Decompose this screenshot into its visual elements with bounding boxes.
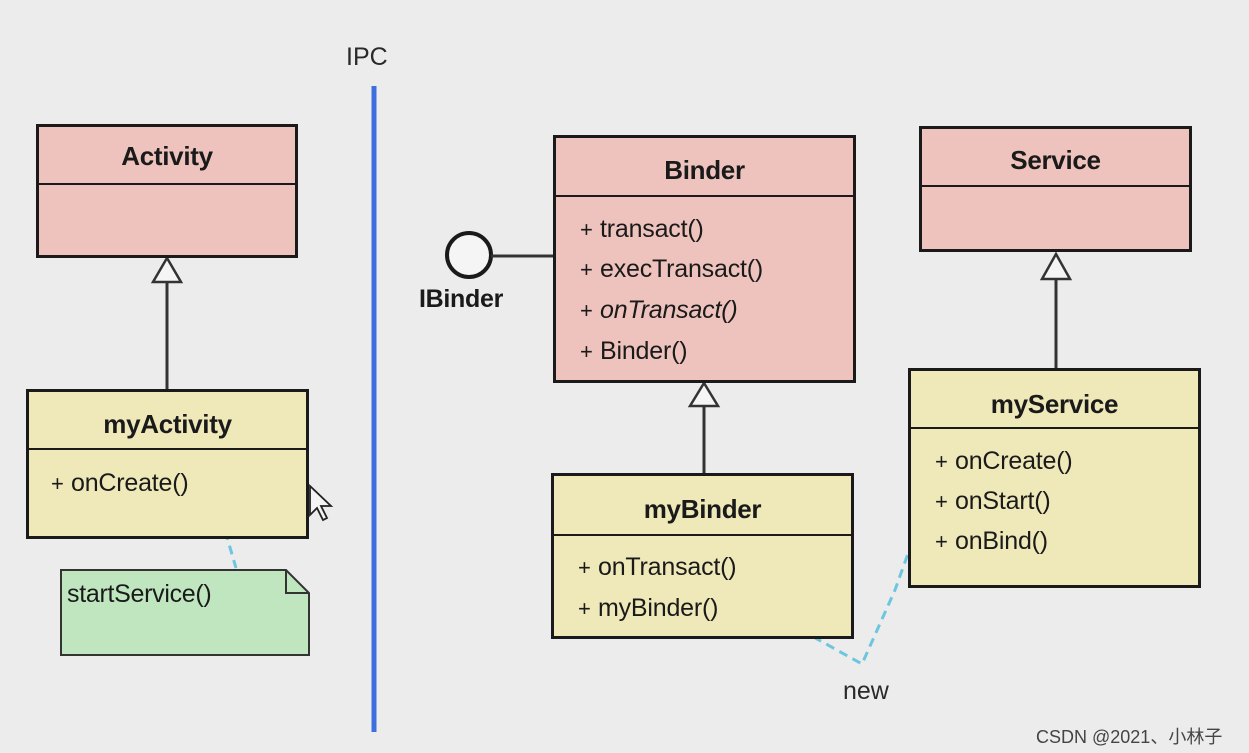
activity-class-name: Activity [39,127,295,185]
binder-method-constructor: +Binder() [580,337,688,365]
ipc-label: IPC [346,43,388,71]
my-binder-method-constructor: +myBinder() [578,594,719,622]
my-service-method-onbind: +onBind() [935,527,1048,555]
inheritance-arrowhead-service [1039,251,1073,281]
activity-class[interactable]: Activity [36,124,298,258]
watermark-text: CSDN @2021、小林子 [1036,727,1223,747]
binder-class-name: Binder [556,138,853,197]
mouse-cursor-icon [309,483,334,522]
visibility-public-marker: + [51,471,64,496]
ibinder-interface-circle [445,231,493,279]
my-binder-method-ontransact: +onTransact() [578,553,737,581]
my-binder-class[interactable]: myBinder +onTransact() +myBinder() [551,473,854,639]
inheritance-arrowhead-binder [687,380,721,408]
my-activity-class-name: myActivity [29,392,306,450]
my-binder-class-name: myBinder [554,476,851,536]
note-start-service[interactable]: startService() [61,570,309,655]
binder-method-transact: +transact() [580,215,704,243]
inheritance-arrowhead-activity [150,255,184,284]
my-service-method-onstart: +onStart() [935,487,1051,515]
my-activity-method-oncreate: +onCreate() [51,469,189,497]
binder-method-exectransact: +execTransact() [580,255,763,283]
binder-class[interactable]: Binder +transact() +execTransact() +onTr… [553,135,856,383]
my-service-method-oncreate: +onCreate() [935,447,1073,475]
my-activity-class[interactable]: myActivity +onCreate() [26,389,309,539]
my-service-class-name: myService [911,371,1198,429]
new-dependency-label: new [843,677,889,705]
service-class-name: Service [922,129,1189,187]
binder-method-ontransact: +onTransact() [580,296,738,324]
ibinder-interface-label: IBinder [419,285,504,313]
service-class[interactable]: Service [919,126,1192,252]
note-text: startService() [67,580,212,608]
my-service-class[interactable]: myService +onCreate() +onStart() +onBind… [908,368,1201,588]
